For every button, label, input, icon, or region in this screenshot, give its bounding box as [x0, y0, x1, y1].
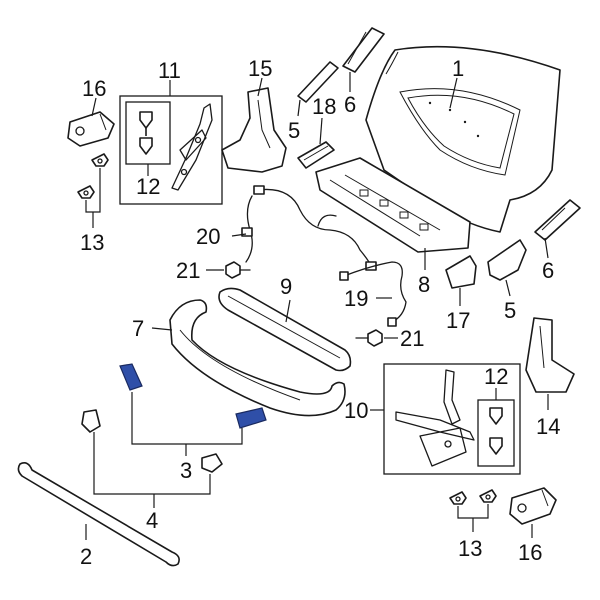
- part-6-strip-top: [342, 27, 385, 73]
- part-3-clip-highlight-right: [235, 407, 267, 429]
- leader-5a: [297, 99, 301, 117]
- callout-21-lower: 21: [400, 326, 424, 351]
- callout-7: 7: [132, 316, 144, 341]
- callout-13-lower: 13: [458, 536, 482, 561]
- part-3-clip-highlight-left: [119, 363, 143, 391]
- part-21-bolt-lower: [355, 329, 383, 347]
- part-19-wiring-harness: [339, 261, 407, 327]
- part-8-cross-member: [315, 157, 471, 253]
- callout-8: 8: [418, 272, 430, 297]
- leader-15: [257, 77, 263, 97]
- leader-1: [449, 77, 458, 109]
- part-6-strip-right: [534, 199, 581, 241]
- leader-16a: [91, 97, 97, 117]
- part-20-wiring-harness: [241, 185, 377, 271]
- part-9-cover-panel: [218, 287, 352, 372]
- part-21-bolt-upper: [225, 261, 251, 279]
- part-17-bracket: [445, 255, 477, 289]
- callout-11: 11: [158, 58, 181, 83]
- part-3-clips: [81, 363, 267, 473]
- callout-12-upper: 12: [136, 174, 160, 199]
- callout-20: 20: [196, 224, 220, 249]
- callout-19: 19: [344, 286, 368, 311]
- part-5-strip-upper: [297, 61, 339, 103]
- part-18-bracket: [297, 141, 335, 169]
- leader-7: [151, 327, 173, 331]
- callout-2: 2: [80, 544, 92, 569]
- leader-4: [93, 432, 211, 508]
- leader-20: [231, 233, 247, 237]
- part-5-bracket-right: [487, 239, 527, 281]
- part-16-actuator-lower: [509, 487, 557, 525]
- callout-14: 14: [536, 414, 560, 439]
- leader-13b: [457, 504, 489, 532]
- callout-10: 10: [344, 398, 368, 423]
- leader-13a: [85, 168, 101, 228]
- part-3-clip-right: [201, 453, 223, 473]
- part-3-clip-left: [81, 409, 101, 433]
- part-13-nuts-upper: [77, 153, 109, 199]
- callout-5-upper: 5: [288, 118, 300, 143]
- part-12-bolts-lower: [489, 407, 503, 455]
- leader-3: [131, 392, 243, 456]
- callout-6-top: 6: [344, 92, 356, 117]
- callout-4: 4: [146, 508, 158, 533]
- callout-17: 17: [446, 308, 470, 333]
- callout-21-upper: 21: [176, 258, 200, 283]
- part-16-actuator-upper: [67, 111, 115, 147]
- part-13-nuts-lower: [449, 489, 497, 505]
- part-12-bolts-upper: [139, 111, 153, 155]
- callout-12-lower: 12: [484, 364, 508, 389]
- callout-3: 3: [180, 458, 192, 483]
- part-15-bracket: [221, 87, 287, 173]
- callout-9: 9: [280, 274, 292, 299]
- part-7-frame: [169, 299, 346, 417]
- callout-6-right: 6: [542, 258, 554, 283]
- callout-16-lower: 16: [518, 540, 542, 565]
- callout-5-right: 5: [504, 298, 516, 323]
- part-2-strip: [17, 462, 180, 567]
- part-1-rear-panel: [365, 45, 561, 233]
- part-11-hinge: [171, 103, 213, 191]
- callout-15: 15: [248, 56, 272, 81]
- callout-16-upper: 16: [82, 76, 106, 101]
- leader-18: [319, 117, 323, 145]
- part-11-group-box: [119, 95, 223, 205]
- part-10-hinge: [395, 369, 475, 467]
- part-10-group-box: [383, 363, 521, 475]
- callout-13-upper: 13: [80, 230, 104, 255]
- leader-9: [285, 299, 291, 323]
- callout-18: 18: [312, 94, 336, 119]
- leader-5b: [505, 279, 511, 297]
- leader-6b: [544, 237, 549, 259]
- callout-1: 1: [452, 56, 464, 81]
- part-14-bracket: [525, 317, 575, 393]
